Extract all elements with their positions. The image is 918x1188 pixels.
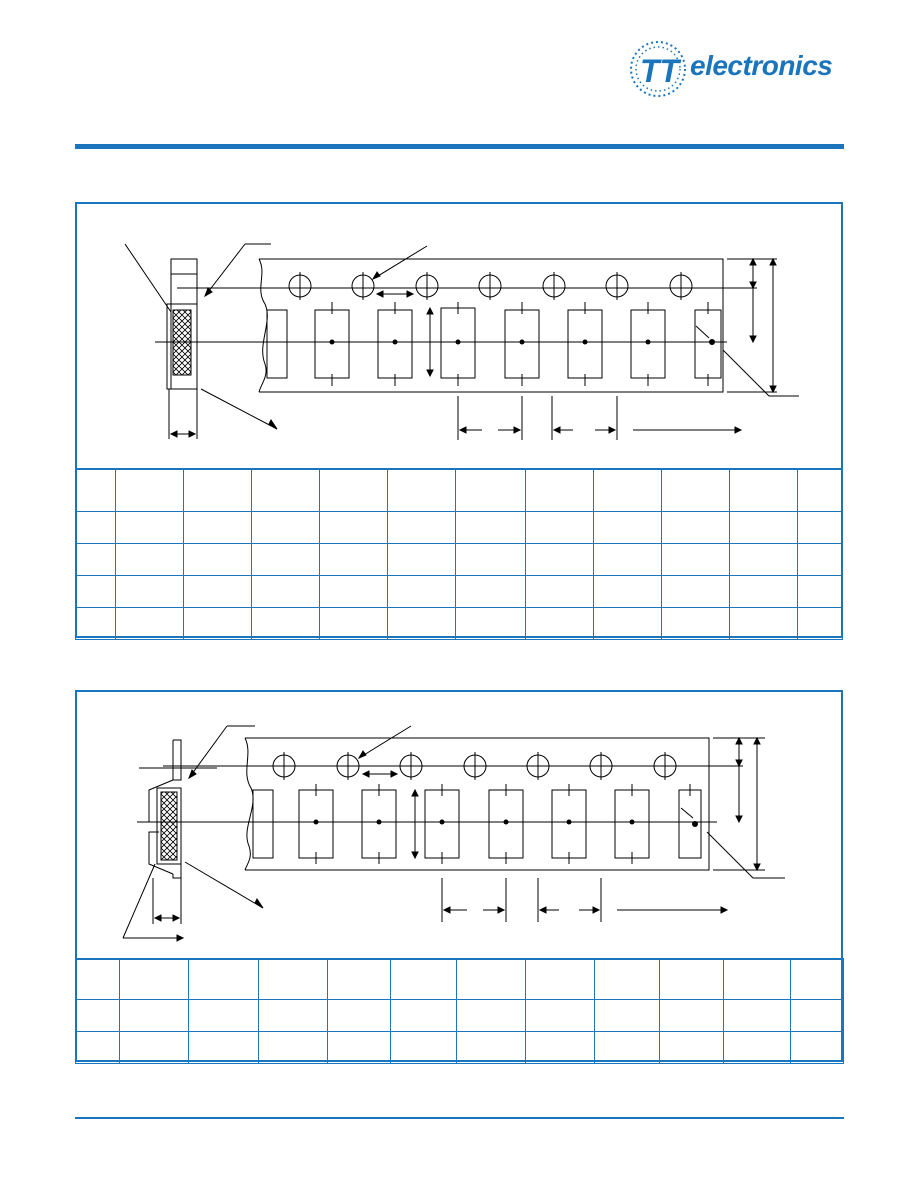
tt-logo-icon: TT xyxy=(630,41,686,97)
table-row xyxy=(74,574,844,608)
table-row xyxy=(74,468,844,512)
dimensions-table-top xyxy=(74,468,844,640)
dimensions-table-bottom xyxy=(75,958,844,1064)
tape-diagram-bottom xyxy=(122,725,785,942)
table-row xyxy=(74,542,844,576)
tape-diagram-panel-top xyxy=(74,202,844,640)
table-row xyxy=(75,958,844,1000)
tape-diagram-top xyxy=(124,243,799,440)
header-rule xyxy=(75,144,844,149)
tape-diagram-panel-bottom xyxy=(75,690,844,1064)
table-row xyxy=(74,510,844,544)
table-row xyxy=(75,1030,844,1064)
table-row xyxy=(74,606,844,640)
svg-text:TT: TT xyxy=(640,53,682,89)
table-row xyxy=(75,998,844,1032)
brand-name: electronics xyxy=(690,50,833,81)
footer-rule xyxy=(75,1117,844,1119)
